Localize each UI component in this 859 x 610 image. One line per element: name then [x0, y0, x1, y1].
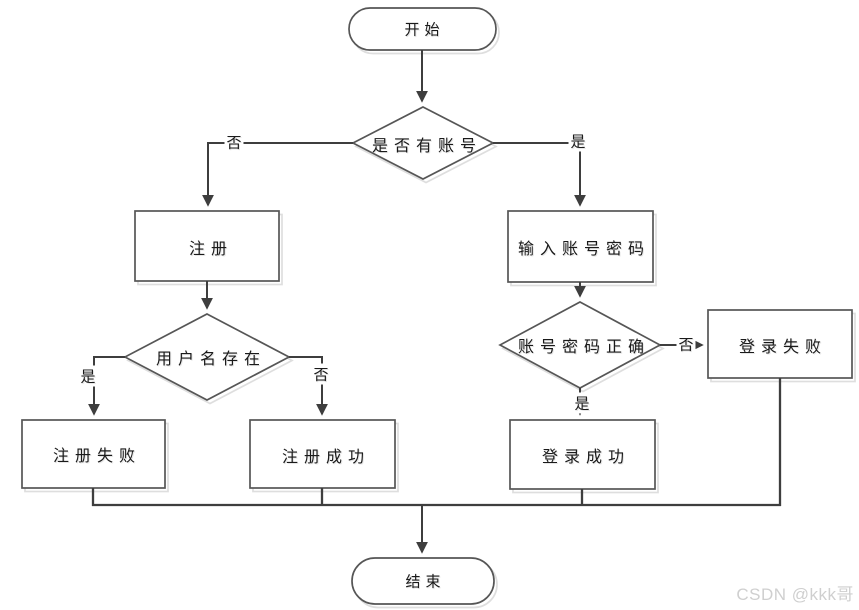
node-label-register-fail: 注册失败 [52, 446, 142, 465]
edge-has-account-yes-to-input-credentials [493, 142, 586, 207]
node-label-has-account: 是否有账号 [371, 136, 483, 155]
node-label-input-credentials: 输入账号密码 [517, 239, 651, 258]
edge-username-exists-no-to-register-success [289, 356, 328, 416]
process-login-fail-shape [707, 309, 853, 379]
process-register-success-shape [249, 419, 396, 489]
node-label-credentials-correct: 账号密码正确 [517, 337, 651, 356]
process-input-credentials-shape [507, 210, 654, 283]
process-register-shape [134, 210, 280, 282]
decision-has-account-shape [351, 106, 495, 180]
node-label-register: 注册 [188, 239, 234, 258]
branch-label-credentials-correct-yes: 是 [572, 392, 592, 414]
node-label-start: 开始 [404, 20, 445, 39]
node-label-username-exists: 用户名存在 [155, 349, 267, 368]
node-label-login-fail: 登录失败 [738, 337, 828, 356]
branch-label-has-account-no: 否 [224, 131, 244, 153]
node-label-login-success: 登录成功 [541, 447, 631, 466]
branch-label-username-exists-no: 否 [311, 363, 331, 385]
branch-label-credentials-correct-no: 否 [676, 333, 696, 355]
terminator-end-shape [351, 557, 495, 605]
csdn-watermark: CSDN @kkk哥 [736, 585, 854, 604]
node-label-register-success: 注册成功 [281, 447, 371, 466]
node-label-end: 结束 [405, 572, 446, 591]
edge-username-exists-yes-to-register-fail [88, 356, 125, 416]
decision-username-exists-shape [123, 313, 291, 401]
branch-label-has-account-yes: 是 [568, 130, 588, 152]
edge-has-account-no-to-register [202, 142, 353, 207]
branch-label-username-exists-yes: 是 [78, 365, 98, 387]
